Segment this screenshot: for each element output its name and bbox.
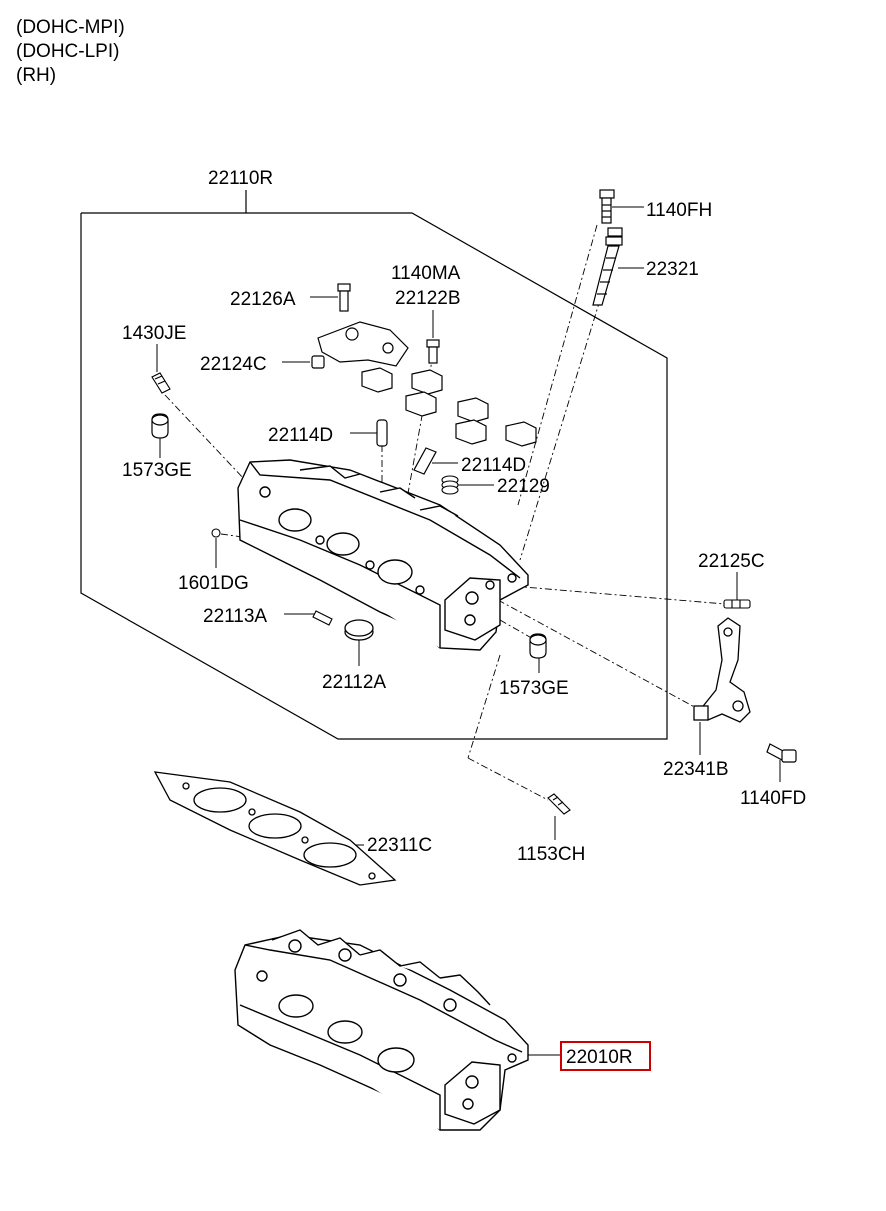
dowel-pin-22114d-icon <box>413 447 437 475</box>
label-1573ge-right[interactable]: 1573GE <box>499 678 569 699</box>
bolt-1140fd-icon <box>766 743 797 763</box>
highlight-box-22010r <box>560 1041 651 1071</box>
dowel-pin-22114d-icon <box>376 419 388 447</box>
cylinder-head-lower-icon <box>234 929 529 1131</box>
camshaft-caps-icon <box>361 367 537 447</box>
label-22113a[interactable]: 22113A <box>203 606 267 627</box>
bolt-22321-icon <box>592 227 623 306</box>
spring-22129-icon <box>441 475 459 495</box>
dot-1601dg-icon <box>211 528 221 538</box>
label-22341b[interactable]: 22341B <box>663 759 729 780</box>
label-22122b[interactable]: 22122B <box>395 288 461 309</box>
gasket-22311c-icon <box>153 771 397 886</box>
label-22114d-left[interactable]: 22114D <box>268 425 333 446</box>
label-1573ge-left[interactable]: 1573GE <box>122 460 192 481</box>
bracket-22341b-icon <box>693 617 751 723</box>
label-1430je[interactable]: 1430JE <box>122 323 186 344</box>
label-22129[interactable]: 22129 <box>497 476 550 497</box>
stud-1430je-icon <box>151 372 171 394</box>
label-1140fd[interactable]: 1140FD <box>740 788 806 809</box>
plug-1573ge-icon <box>529 633 547 659</box>
bolt-1140fh-icon <box>599 189 615 224</box>
label-22112a[interactable]: 22112A <box>322 672 386 693</box>
label-22311c[interactable]: 22311C <box>367 835 432 856</box>
seal-22112a-icon <box>344 619 374 641</box>
label-22125c[interactable]: 22125C <box>698 551 765 572</box>
variant-label-dohc-mpi: (DOHC-MPI) <box>16 17 125 38</box>
stud-22125c-icon <box>723 599 751 609</box>
label-22126a[interactable]: 22126A <box>230 289 296 310</box>
label-22321[interactable]: 22321 <box>646 259 699 280</box>
label-1601dg[interactable]: 1601DG <box>178 573 249 594</box>
variant-label-rh: (RH) <box>16 65 57 86</box>
label-22124c[interactable]: 22124C <box>200 354 267 375</box>
stud-1153ch-icon <box>547 793 571 815</box>
label-22110r[interactable]: 22110R <box>208 168 273 189</box>
bolt-22126a-icon <box>337 283 351 312</box>
camshaft-cap-main-icon <box>311 321 409 369</box>
pin-22113a-icon <box>312 610 333 626</box>
label-1140ma[interactable]: 1140MA <box>391 263 461 284</box>
label-22114d-right[interactable]: 22114D <box>461 455 526 476</box>
label-1153ch[interactable]: 1153CH <box>517 844 585 865</box>
cylinder-head-upper-icon <box>237 459 529 651</box>
bolt-22122b-icon <box>426 339 440 364</box>
label-1140fh[interactable]: 1140FH <box>646 200 712 221</box>
label-22010r[interactable]: 22010R <box>566 1047 633 1068</box>
assembly-boundary <box>80 212 668 740</box>
variant-label-dohc-lpi: (DOHC-LPI) <box>16 41 120 62</box>
plug-1573ge-icon <box>151 413 169 439</box>
